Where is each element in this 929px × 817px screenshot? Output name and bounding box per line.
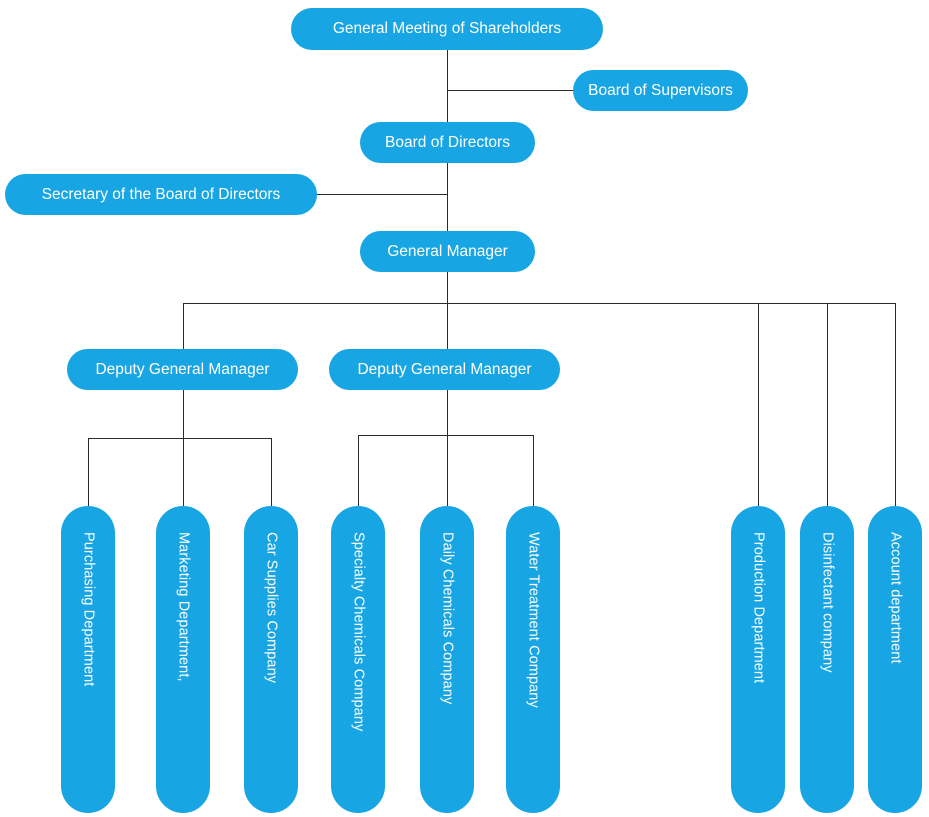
node-marketing-department[interactable]: Marketing Department, xyxy=(156,506,210,813)
connector-directors-down xyxy=(447,163,448,235)
node-label: Deputy General Manager xyxy=(95,360,270,378)
node-secretary-of-the-board-of-directors[interactable]: Secretary of the Board of Directors xyxy=(5,174,317,215)
connector-gm-down xyxy=(447,272,448,304)
node-specialty-chemicals-company[interactable]: Specialty Chemicals Company xyxy=(331,506,385,813)
connector-shareholders-down xyxy=(447,50,448,124)
node-general-meeting-of-shareholders[interactable]: General Meeting of Shareholders xyxy=(291,8,603,50)
connector-dgm1-to-purchasing xyxy=(88,438,89,506)
connector-bus-to-account xyxy=(895,303,896,506)
node-disinfectant-company[interactable]: Disinfectant company xyxy=(800,506,854,813)
node-water-treatment-company[interactable]: Water Treatment Company xyxy=(506,506,560,813)
node-board-of-directors[interactable]: Board of Directors xyxy=(360,122,535,163)
connector-dgm2-to-water xyxy=(533,435,534,506)
node-label: Production Department xyxy=(750,532,767,684)
connector-dgm1-bus xyxy=(88,438,272,439)
node-label: Account department xyxy=(887,532,904,664)
node-purchasing-department[interactable]: Purchasing Department xyxy=(61,506,115,813)
node-label: Board of Directors xyxy=(385,133,510,151)
node-label: Daily Chemicals Company xyxy=(439,532,456,705)
connector-bus-to-disinfectant xyxy=(827,303,828,506)
node-label: Specialty Chemicals Company xyxy=(350,532,367,732)
connector-dgm2-bus xyxy=(358,435,534,436)
node-label: Board of Supervisors xyxy=(588,81,733,99)
connector-to-board-of-supervisors xyxy=(447,90,578,91)
node-deputy-general-manager-1[interactable]: Deputy General Manager xyxy=(67,349,298,390)
connector-dgm1-down xyxy=(183,389,184,439)
node-label: Secretary of the Board of Directors xyxy=(41,185,281,203)
node-label: Deputy General Manager xyxy=(357,360,532,378)
connector-dgm1-to-marketing xyxy=(183,438,184,506)
node-account-department[interactable]: Account department xyxy=(868,506,922,813)
connector-bus-to-production xyxy=(758,303,759,506)
connector-bus-to-dgm2 xyxy=(447,303,448,352)
node-label: Marketing Department, xyxy=(175,532,192,682)
node-label: General Manager xyxy=(387,242,508,260)
node-label: General Meeting of Shareholders xyxy=(332,20,562,38)
node-daily-chemicals-company[interactable]: Daily Chemicals Company xyxy=(420,506,474,813)
node-label: Disinfectant company xyxy=(819,532,836,673)
node-label: Purchasing Department xyxy=(80,532,97,687)
node-production-department[interactable]: Production Department xyxy=(731,506,785,813)
connector-main-bus xyxy=(183,303,896,304)
connector-dgm2-down xyxy=(447,389,448,436)
connector-dgm2-to-daily xyxy=(447,435,448,506)
connector-to-secretary xyxy=(316,194,448,195)
node-car-supplies-company[interactable]: Car Supplies Company xyxy=(244,506,298,813)
node-deputy-general-manager-2[interactable]: Deputy General Manager xyxy=(329,349,560,390)
node-label: Car Supplies Company xyxy=(263,532,280,684)
connector-bus-to-dgm1 xyxy=(183,303,184,352)
connector-dgm2-to-specialty xyxy=(358,435,359,506)
connector-dgm1-to-car-supplies xyxy=(271,438,272,506)
node-label: Water Treatment Company xyxy=(525,532,542,708)
node-board-of-supervisors[interactable]: Board of Supervisors xyxy=(573,70,748,111)
node-general-manager[interactable]: General Manager xyxy=(360,231,535,272)
